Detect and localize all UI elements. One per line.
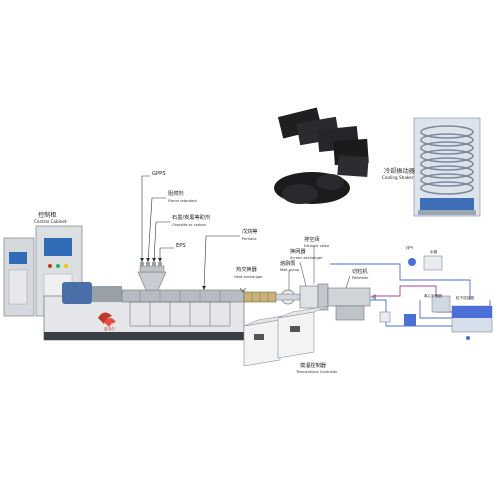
temperature-controller xyxy=(243,305,329,367)
temp-controller-label-en: Temperature Controller xyxy=(296,370,338,374)
graphite-pellets-image xyxy=(274,172,350,204)
pelletizer-label: 切粒机 xyxy=(352,269,368,275)
pelletizer xyxy=(327,287,376,321)
eps-label: EPS xyxy=(176,243,186,249)
temp-controller-label: 模温控制器 xyxy=(300,363,326,369)
flame-retardant-label-en: Flame retardant xyxy=(168,199,197,203)
graphite-sheets-image xyxy=(277,107,369,178)
brand-logo xyxy=(98,312,116,327)
pelletizer-label-en: Pelletizer xyxy=(352,276,369,280)
graphite-label-en: Graphite or carbon xyxy=(172,223,207,227)
control-cabinet-left xyxy=(3,237,35,317)
exhaust-valve-label-en: Exhaust valve xyxy=(304,244,330,248)
pentane-label: 戊烷等 xyxy=(242,229,258,235)
control-cabinet-label: 控制柜 xyxy=(38,212,57,219)
flame-retardant-label: 阻燃剂 xyxy=(168,191,184,197)
dryer-label: 离心干燥器 xyxy=(424,294,442,298)
screen-exchanger-label-en: Screen exchanger xyxy=(290,256,323,260)
heat-exchanger xyxy=(239,287,277,303)
gas-label: 排气 xyxy=(406,246,414,250)
cooling-shaker-label: 冷却振动器 xyxy=(384,168,415,175)
screen-exchanger-label: 换网器 xyxy=(290,249,306,255)
cooling-shaker-label-en: Cooling Shaker xyxy=(382,175,414,180)
graphite-label: 石墨/炭黑等助剂 xyxy=(172,215,211,221)
feed-lines xyxy=(141,175,240,291)
heat-exchanger-label-en: Heat exchanger xyxy=(234,275,263,279)
melt-pump-label: 熔融泵 xyxy=(280,261,296,267)
screen-exchanger xyxy=(299,283,329,311)
water-tank-label: 水箱 xyxy=(430,250,438,254)
exhaust-valve-label: 排空阀 xyxy=(304,237,320,243)
gpps-label: GPPS xyxy=(152,171,166,177)
melt-pump xyxy=(275,289,301,305)
brand-label: 金韦尔 xyxy=(104,327,115,331)
cooling-shaker-image xyxy=(413,117,481,217)
pentane-label-en: Pentane xyxy=(242,237,257,241)
water-system xyxy=(330,255,493,340)
melt-pump-label-en: Melt pump xyxy=(280,268,300,272)
control-cabinet-label-en: Control Cabinet xyxy=(34,219,67,224)
heat-exchanger-label: 热交换器 xyxy=(236,267,257,273)
pellet-bin-label: 粒子成品箱 xyxy=(456,296,474,300)
extruder xyxy=(43,262,245,341)
